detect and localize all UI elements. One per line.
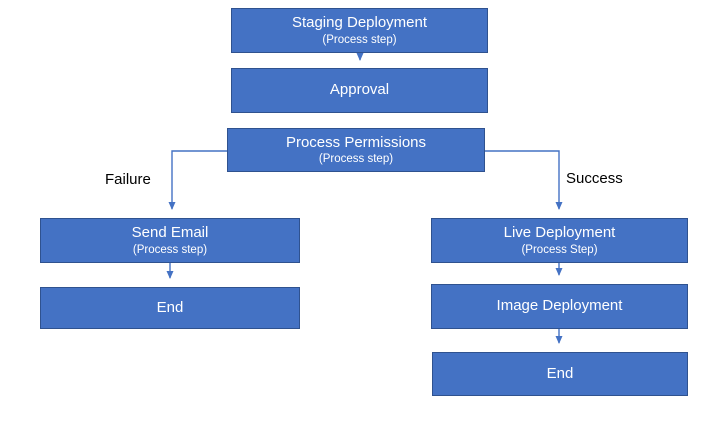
node-subtitle: (Process step) — [132, 243, 208, 256]
node-subtitle: (Process step) — [318, 153, 394, 166]
connector-failure-branch — [168, 150, 227, 210]
branch-label-failure: Failure — [105, 171, 151, 188]
node-end-left: End — [40, 287, 300, 329]
node-title: End — [546, 364, 574, 382]
connector-success-branch — [485, 150, 563, 210]
node-subtitle: (Process step) — [322, 33, 397, 46]
node-subtitle: (Process Step) — [521, 243, 598, 256]
node-title: Approval — [329, 81, 390, 99]
node-approval: Approval — [231, 68, 488, 113]
node-title: End — [156, 298, 184, 316]
node-title: Send Email — [131, 224, 209, 242]
branch-label-success: Success — [566, 170, 623, 187]
node-title: Live Deployment — [503, 224, 616, 242]
node-live-deployment: Live Deployment (Process Step) — [431, 218, 688, 263]
node-title: Process Permissions — [285, 133, 427, 151]
node-staging-deployment: Staging Deployment (Process step) — [231, 8, 488, 53]
node-end-right: End — [432, 352, 688, 396]
node-send-email: Send Email (Process step) — [40, 218, 300, 263]
node-process-permissions: Process Permissions (Process step) — [227, 128, 485, 172]
node-title: Image Deployment — [496, 297, 623, 315]
node-title: Staging Deployment — [291, 14, 428, 32]
node-image-deployment: Image Deployment — [431, 284, 688, 329]
